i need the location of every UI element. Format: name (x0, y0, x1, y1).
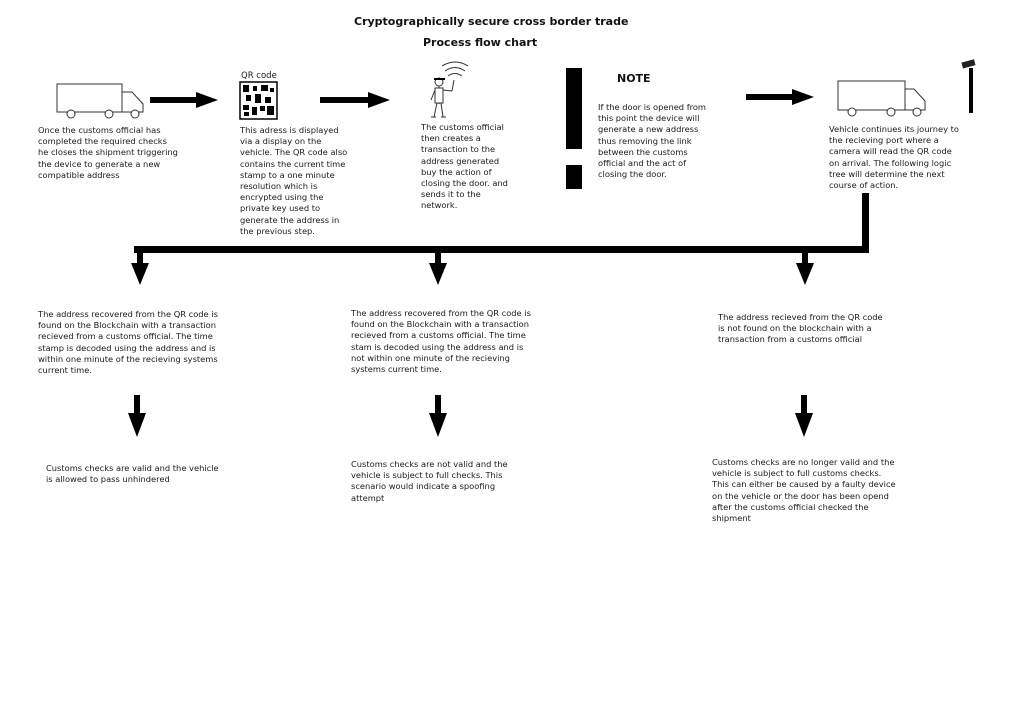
arrow-right-3 (746, 89, 814, 105)
branch-condition-3: The address recieved from the QR code is… (718, 312, 883, 345)
arrow-right-2 (320, 92, 390, 108)
note-title: NOTE (617, 72, 651, 85)
branch-condition-1: The address recovered from the QR code i… (38, 309, 218, 376)
qr-code-label: QR code (241, 71, 277, 81)
branch-outcome-3: Customs checks are no longer valid and t… (712, 457, 896, 524)
arrow-right-1 (150, 92, 218, 108)
note-text: If the door is opened from this point th… (598, 102, 707, 180)
step1-text: Once the customs official has completed … (38, 125, 178, 180)
camera-icon (961, 59, 976, 113)
page-title: Cryptographically secure cross border tr… (354, 15, 629, 28)
step5-text: Vehicle continues its journey to the rec… (829, 124, 960, 191)
branch-outcome-1: Customs checks are valid and the vehicle… (46, 463, 219, 485)
truck-icon (837, 80, 926, 117)
exclamation-icon (566, 68, 582, 189)
logic-tree-connectors (128, 193, 869, 437)
step2-text: This adress is displayed via a display o… (240, 125, 348, 236)
step3-text: The customs official then creates a tran… (421, 122, 508, 211)
branch-outcome-2: Customs checks are not valid and the veh… (351, 459, 508, 503)
truck-icon (56, 83, 144, 119)
page-subtitle: Process flow chart (423, 36, 538, 49)
branch-condition-2: The address recovered from the QR code i… (351, 308, 531, 375)
customs-official-icon (430, 61, 469, 118)
qr-code-icon (239, 81, 278, 120)
